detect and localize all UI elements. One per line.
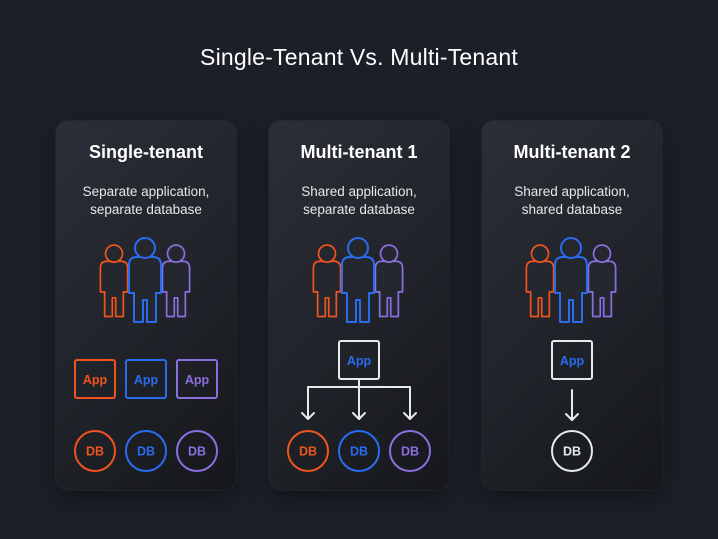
db-label: DB <box>401 445 419 459</box>
db-circle-shared: DB <box>551 430 593 472</box>
card-multi-tenant-2: Multi-tenant 2 Shared application, share… <box>482 121 662 490</box>
person-icon-purple <box>374 244 404 318</box>
person-body <box>374 260 404 318</box>
person-icon-blue <box>341 237 375 323</box>
person-body <box>525 260 555 318</box>
db-label: DB <box>350 445 368 459</box>
person-head <box>592 244 612 263</box>
card-subtitle-line1: Separate application, <box>82 184 210 199</box>
card-graphic: App App App DB DB DB <box>74 237 218 472</box>
person-head <box>560 237 582 259</box>
card-multi-tenant-1: Multi-tenant 1 Shared application, separ… <box>269 121 449 490</box>
person-head <box>104 244 124 263</box>
card-subtitle: Shared application, shared database <box>482 183 662 218</box>
app-label: App <box>83 373 108 387</box>
db-circle-orange: DB <box>287 430 329 472</box>
person-body <box>99 260 129 318</box>
card-title: Multi-tenant 2 <box>513 142 631 162</box>
card-graphic: App DB DB DB <box>287 237 431 472</box>
card-title: Single-tenant <box>88 142 203 162</box>
connector-lines <box>565 389 579 421</box>
person-body <box>312 260 342 318</box>
db-circle-purple: DB <box>176 430 218 472</box>
card-single-tenant: Single-tenant Separate application, sepa… <box>56 121 236 490</box>
person-body <box>161 260 191 318</box>
card-graphic: App DB <box>525 237 617 472</box>
person-head <box>317 244 337 263</box>
arrow-down-icon <box>301 412 315 420</box>
db-label: DB <box>563 445 581 459</box>
card-subtitle-line2: shared database <box>521 201 623 217</box>
users-group-icon <box>525 237 617 323</box>
person-icon-blue <box>554 237 588 323</box>
card-title: Multi-tenant 1 <box>300 142 418 162</box>
person-icon-orange <box>525 244 555 318</box>
card-subtitle: Shared application, separate database <box>269 183 449 218</box>
db-circle-blue: DB <box>338 430 380 472</box>
card-subtitle-line2: separate database <box>90 201 202 217</box>
person-body <box>128 256 162 323</box>
app-label: App <box>185 373 210 387</box>
card-subtitle-line1: Shared application, <box>301 184 417 199</box>
person-icon-blue <box>128 237 162 323</box>
app-box-orange: App <box>74 359 116 399</box>
db-label: DB <box>86 445 104 459</box>
person-body <box>554 256 588 323</box>
person-icon-orange <box>99 244 129 318</box>
db-circle-blue: DB <box>125 430 167 472</box>
person-head <box>530 244 550 263</box>
db-label: DB <box>299 445 317 459</box>
person-body <box>587 260 617 318</box>
db-label: DB <box>188 445 206 459</box>
person-body <box>341 256 375 323</box>
arrow-down-icon <box>565 413 579 421</box>
app-box-blue: App <box>125 359 167 399</box>
person-head <box>134 237 156 259</box>
app-label: App <box>347 354 372 368</box>
person-icon-purple <box>161 244 191 318</box>
card-subtitle: Separate application, separate database <box>56 183 236 218</box>
app-label: App <box>134 373 159 387</box>
app-box-purple: App <box>176 359 218 399</box>
db-circle-purple: DB <box>389 430 431 472</box>
connector-lines <box>301 378 417 420</box>
person-head <box>347 237 369 259</box>
page-title: Single-Tenant Vs. Multi-Tenant <box>200 44 518 70</box>
arrow-down-icon <box>352 412 366 420</box>
card-subtitle-line1: Shared application, <box>514 184 630 199</box>
card-subtitle-line2: separate database <box>303 201 415 217</box>
app-box-shared: App <box>338 340 380 380</box>
person-head <box>379 244 399 263</box>
person-head <box>166 244 186 263</box>
arrow-down-icon <box>403 412 417 420</box>
db-circle-orange: DB <box>74 430 116 472</box>
app-label: App <box>560 354 585 368</box>
person-icon-purple <box>587 244 617 318</box>
users-group-icon <box>99 237 191 323</box>
users-group-icon <box>312 237 404 323</box>
app-box-shared: App <box>551 340 593 380</box>
db-label: DB <box>137 445 155 459</box>
person-icon-orange <box>312 244 342 318</box>
